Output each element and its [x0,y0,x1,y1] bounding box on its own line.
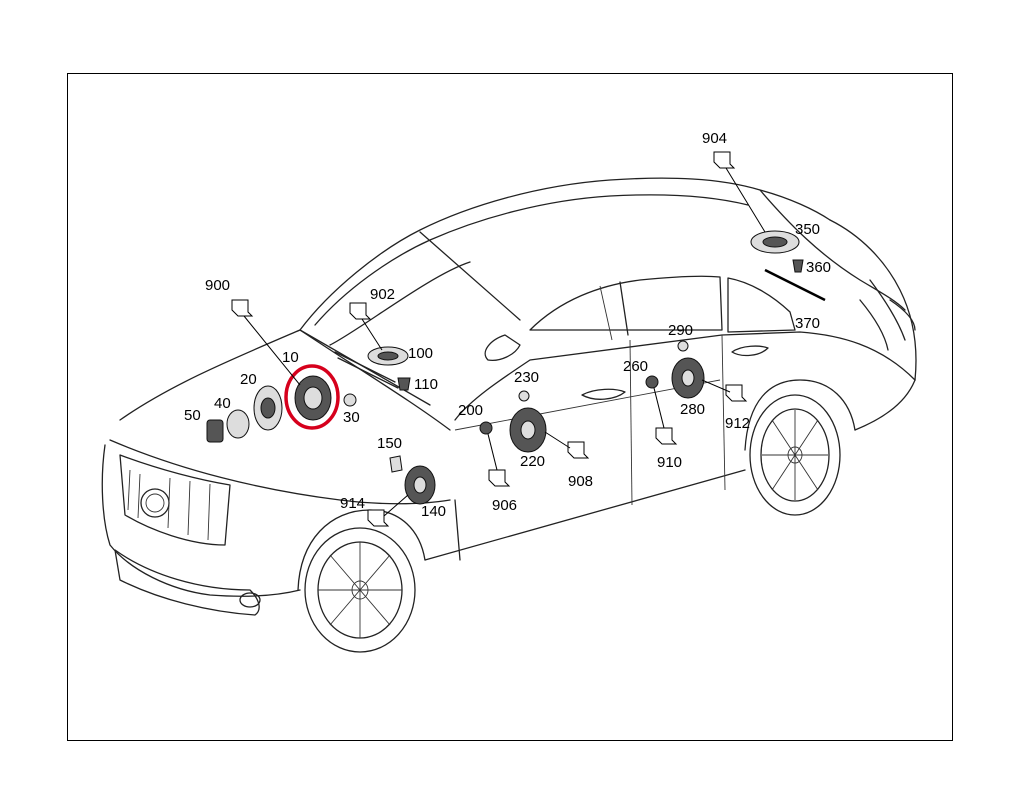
connector-914 [367,509,390,527]
highlight-ring [284,364,340,430]
part-150-clip [389,455,403,473]
callout-140: 140 [421,503,446,520]
part-40 [226,409,250,439]
part-110-clip [397,377,411,391]
callout-30: 30 [343,409,360,426]
connector-900 [231,299,254,317]
part-30-nut [343,393,357,407]
callout-100: 100 [408,345,433,362]
callout-200: 200 [458,402,483,419]
callout-50: 50 [184,407,201,424]
part-200 [479,421,493,435]
part-10-speaker [294,375,332,421]
callout-150: 150 [377,435,402,452]
callout-370: 370 [795,315,820,332]
callout-904: 904 [702,130,727,147]
part-290 [677,340,689,352]
callout-labels: 10 20 30 40 50 100 110 140 150 200 220 2… [184,130,831,520]
callout-912: 912 [725,415,750,432]
connector-912 [725,384,748,402]
leader-lines [243,167,766,517]
callout-900: 900 [205,277,230,294]
callout-908: 908 [568,473,593,490]
callout-902: 902 [370,286,395,303]
callout-40: 40 [214,395,231,412]
callout-110: 110 [414,376,438,393]
callout-220: 220 [520,453,545,470]
part-230 [518,390,530,402]
connectors [231,151,748,527]
callout-914: 914 [340,495,365,512]
connector-904 [713,151,736,169]
callout-260: 260 [623,358,648,375]
part-50 [206,419,224,443]
callout-350: 350 [795,221,820,238]
part-140-speaker [404,465,436,505]
part-100-speaker [367,346,409,366]
diagram-frame [67,73,953,741]
connector-906 [488,469,511,487]
car-outline [101,177,917,653]
callout-910: 910 [657,454,682,471]
connector-902 [349,302,372,320]
part-260 [645,375,659,389]
part-220-speaker [509,407,547,453]
part-360-clip [792,259,804,273]
part-280-speaker [671,357,705,399]
callout-360: 360 [806,259,831,276]
callout-906: 906 [492,497,517,514]
callout-230: 230 [514,369,539,386]
callout-290: 290 [668,322,693,339]
callout-10: 10 [282,349,299,366]
part-20-speaker-cover [253,385,283,431]
connector-908 [567,441,590,459]
callout-20: 20 [240,371,257,388]
callout-280: 280 [680,401,705,418]
part-370-strip [764,268,826,302]
part-350-speaker [750,230,800,254]
parts [206,230,826,505]
connector-910 [655,427,678,445]
